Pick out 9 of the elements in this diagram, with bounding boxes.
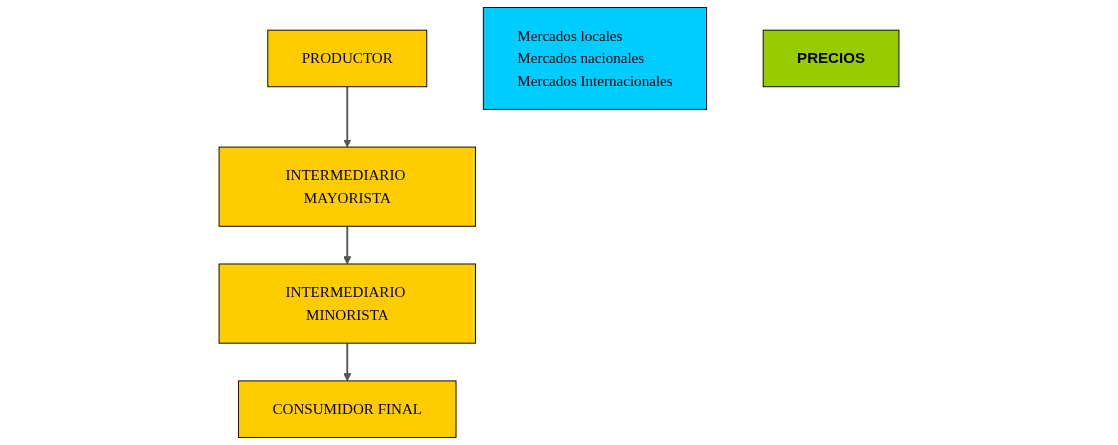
arrow [343, 85, 352, 148]
node-box: PRECIOS [762, 29, 900, 88]
node-box: INTERMEDIARIO MAYORISTA [218, 146, 476, 227]
node-box: Mercados locales Mercados nacionales Mercados Internacionales [482, 7, 708, 110]
node-box: INTERMEDIARIO MINORISTA [218, 263, 476, 344]
node-box: PRODUCTOR [267, 29, 428, 88]
arrow [343, 342, 352, 382]
arrow [343, 225, 352, 265]
node-box: CONSUMIDOR FINAL [238, 380, 457, 438]
